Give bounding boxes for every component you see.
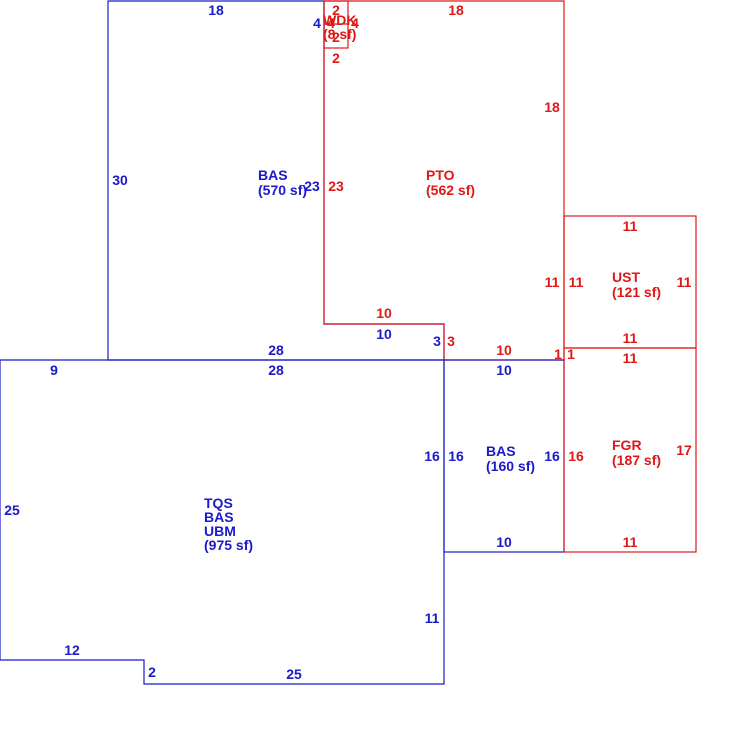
tqs-bas-ubm-label: TQS BAS UBM (975 sf)	[204, 495, 253, 553]
area-code: BAS	[258, 167, 288, 183]
area-code: PTO	[426, 167, 455, 183]
dimension-label: 10	[496, 342, 512, 358]
dimension-label: 1	[567, 346, 575, 362]
dimension-label: 18	[208, 2, 224, 18]
dimension-label: 28	[268, 362, 284, 378]
area-code: BAS	[204, 509, 234, 525]
wdk-label: WDK (8 sf)	[323, 12, 360, 42]
bas-upper-label: BAS (570 sf)	[258, 167, 307, 198]
fgr-outline	[563, 347, 697, 553]
area-size: (8 sf)	[323, 26, 356, 42]
dimension-label: 4	[351, 15, 359, 31]
dimension-label: 25	[4, 502, 20, 518]
area-code: UST	[612, 269, 640, 285]
dimension-label: 3	[433, 333, 441, 349]
dimension-label: 3	[447, 333, 455, 349]
dimension-label: 16	[544, 448, 560, 464]
dimension-label: 11	[623, 330, 638, 346]
dimension-label: 2	[332, 2, 340, 18]
dimension-label: 18	[448, 2, 464, 18]
dimension-label: 25	[286, 666, 302, 682]
area-code: BAS	[486, 443, 516, 459]
dimension-label: 11	[569, 274, 584, 290]
area-code: WDK	[323, 12, 356, 28]
area-code: FGR	[612, 437, 642, 453]
area-size: (562 sf)	[426, 182, 475, 198]
dimension-label: 16	[448, 448, 464, 464]
dimension-label: 11	[545, 274, 560, 290]
dimension-label: 10	[496, 534, 512, 550]
dimension-label: 23	[304, 178, 320, 194]
dimension-label: 18	[544, 99, 560, 115]
dimension-label: 16	[424, 448, 440, 464]
dimension-label: 4	[327, 15, 335, 31]
dimension-label: 11	[623, 350, 638, 366]
dimension-label: 11	[425, 610, 440, 626]
dimension-label: 4	[313, 15, 321, 31]
dimension-label: 17	[676, 442, 692, 458]
area-size: (121 sf)	[612, 284, 661, 300]
fgr-label: FGR (187 sf)	[612, 437, 661, 468]
dimension-label: 23	[328, 178, 344, 194]
area-size: (570 sf)	[258, 182, 307, 198]
dimension-label: 10	[496, 362, 512, 378]
dimension-label: 11	[623, 534, 638, 550]
dimension-label: 10	[376, 326, 392, 342]
area-code: UBM	[204, 523, 236, 539]
dimension-label: 16	[568, 448, 584, 464]
dimension-label: 30	[112, 172, 128, 188]
area-size: (975 sf)	[204, 537, 253, 553]
area-size: (187 sf)	[612, 452, 661, 468]
area-size: (160 sf)	[486, 458, 535, 474]
dimension-label: 28	[268, 342, 284, 358]
ust-label: UST (121 sf)	[612, 269, 661, 300]
bas-small-label: BAS (160 sf)	[486, 443, 535, 474]
dimension-label: 10	[376, 305, 392, 321]
dimension-label: 2	[332, 50, 340, 66]
dimension-label: 12	[64, 642, 80, 658]
dimension-label: 1	[554, 346, 562, 362]
dimension-label: 2	[332, 29, 340, 45]
dimension-label: 11	[623, 218, 638, 234]
area-code: TQS	[204, 495, 233, 511]
dimension-label: 11	[677, 274, 692, 290]
pto-label: PTO (562 sf)	[426, 167, 475, 198]
dimension-label: 2	[148, 664, 156, 680]
dimension-label: 9	[50, 362, 58, 378]
